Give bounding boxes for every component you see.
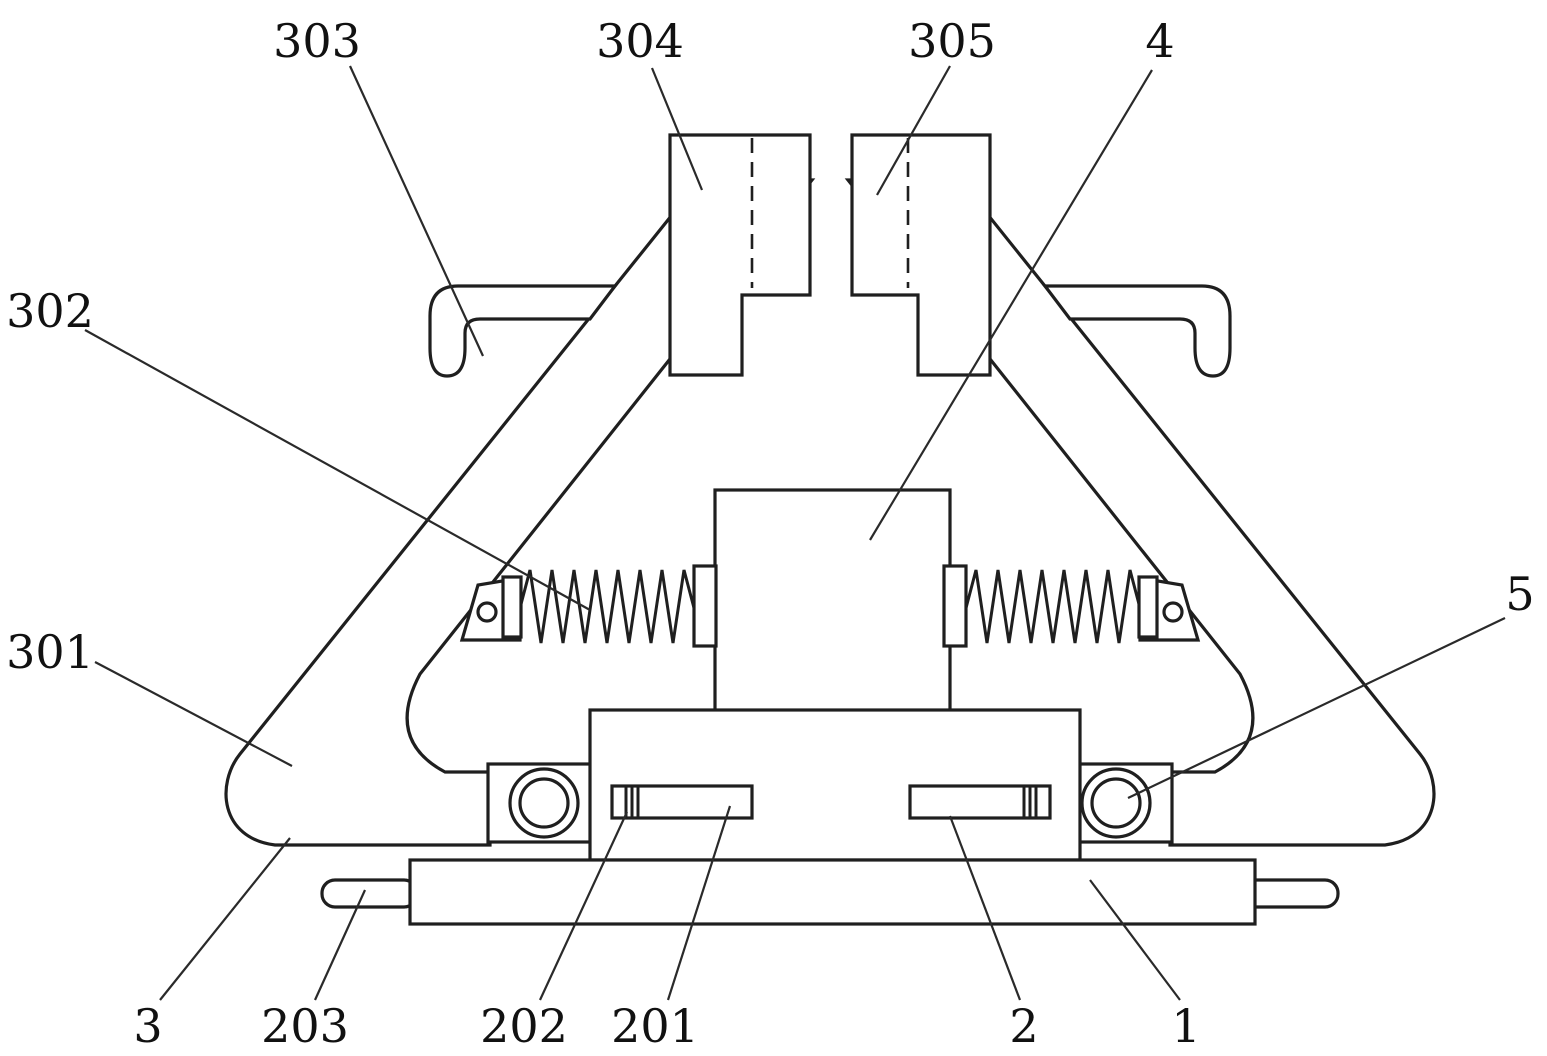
label-202: 202 xyxy=(480,999,568,1053)
leader-201 xyxy=(666,805,732,1001)
right-hook xyxy=(1041,284,1232,378)
upper-block-left xyxy=(668,133,812,377)
label-304: 304 xyxy=(596,14,684,68)
leader-5 xyxy=(1127,617,1506,799)
label-201: 201 xyxy=(611,999,699,1053)
leader-4 xyxy=(869,69,1153,541)
label-203: 203 xyxy=(261,999,349,1053)
base-plate xyxy=(408,858,1257,926)
left-roller-inner xyxy=(518,777,570,829)
leader-203 xyxy=(313,889,367,1001)
left-pin xyxy=(320,878,419,909)
leader-301 xyxy=(94,661,293,767)
leader-302 xyxy=(84,329,591,611)
right-spring-seat-outer xyxy=(1137,575,1159,639)
label-303: 303 xyxy=(273,14,361,68)
right-roller-inner xyxy=(1090,777,1142,829)
leader-303 xyxy=(349,65,484,357)
leader-2 xyxy=(948,815,1022,1001)
center-block xyxy=(713,488,952,714)
left-pivot-pin xyxy=(476,601,498,623)
left-spring-seat-outer xyxy=(501,575,523,639)
leader-3 xyxy=(159,837,291,1001)
leader-1 xyxy=(1089,879,1181,1001)
left-spring-seat-inner xyxy=(692,564,718,648)
label-1: 1 xyxy=(1171,999,1200,1053)
right-pivot-pin xyxy=(1162,601,1184,623)
leader-304 xyxy=(650,67,704,191)
leader-202 xyxy=(539,811,628,1001)
right-spring xyxy=(964,569,1142,644)
label-305: 305 xyxy=(908,14,996,68)
right-pin xyxy=(1241,878,1340,909)
label-4: 4 xyxy=(1145,14,1174,68)
leader-305 xyxy=(876,65,951,196)
label-3: 3 xyxy=(133,999,162,1053)
left-spring xyxy=(518,569,696,644)
label-302: 302 xyxy=(6,284,94,338)
label-301: 301 xyxy=(6,625,94,679)
upper-block-right xyxy=(850,133,992,377)
right-slot xyxy=(908,784,1052,820)
label-2: 2 xyxy=(1009,999,1038,1053)
right-spring-seat-inner xyxy=(942,564,968,648)
label-5: 5 xyxy=(1505,567,1534,621)
